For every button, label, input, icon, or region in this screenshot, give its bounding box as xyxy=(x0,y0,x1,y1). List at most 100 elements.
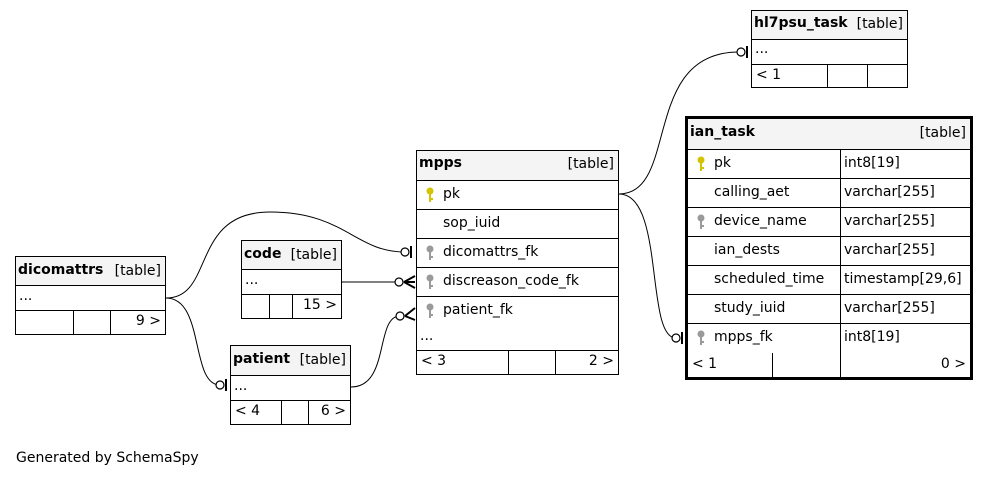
footer-cell xyxy=(772,353,840,378)
footer-children: 0 > xyxy=(940,356,966,372)
column-type: int8[19] xyxy=(844,155,900,171)
foreign-key-icon xyxy=(697,330,705,345)
footer-parents: < 4 xyxy=(235,403,261,419)
column-row-device-name[interactable]: device_name varchar[255] xyxy=(688,208,970,237)
ellipsis-text: ... xyxy=(420,328,434,344)
link-mpps-ian-task xyxy=(618,193,677,339)
foreign-key-icon xyxy=(426,245,434,260)
link-patient-mpps xyxy=(350,315,401,388)
footer-children: 15 > xyxy=(303,297,337,313)
column-type: varchar[255] xyxy=(844,300,935,316)
table-footer-row: 15 > xyxy=(242,295,341,318)
table-tag: [table] xyxy=(114,263,161,279)
column-name: scheduled_time xyxy=(714,271,825,287)
many-marker xyxy=(404,307,416,321)
column-type: int8[19] xyxy=(844,329,900,345)
table-footer-row: < 4 6 > xyxy=(231,401,350,424)
link-dicomattrs-patient xyxy=(165,297,221,386)
column-row-mpps-fk[interactable]: mpps_fk int8[19] xyxy=(688,324,970,353)
column-row-study-iuid[interactable]: study_iuid varchar[255] xyxy=(688,295,970,324)
link-dicomattrs-mpps xyxy=(165,211,406,299)
optional-marker xyxy=(215,380,225,390)
ellipsis-text: ... xyxy=(245,272,259,288)
column-name: discreason_code_fk xyxy=(443,273,579,289)
column-name: device_name xyxy=(714,213,807,229)
column-type-cell: timestamp[29,6] xyxy=(840,266,970,294)
column-type-cell: varchar[255] xyxy=(840,208,970,236)
footer-cell xyxy=(508,351,555,374)
column-row-pk[interactable]: pk xyxy=(417,181,618,210)
foreign-key-icon xyxy=(426,274,434,289)
table-name: dicomattrs xyxy=(18,262,104,278)
table-footer-row: 9 > xyxy=(16,311,165,334)
footer-children: 6 > xyxy=(320,403,346,419)
table-header: patient [table] xyxy=(231,346,350,376)
footer-cell: 0 > xyxy=(840,353,970,378)
table-body-row: ... xyxy=(752,40,907,65)
footer-cell: 6 > xyxy=(308,401,350,424)
table-tag: [table] xyxy=(856,16,903,32)
optional-marker xyxy=(736,47,746,57)
column-name: ian_dests xyxy=(714,242,780,258)
footer-children: 9 > xyxy=(135,313,161,329)
column-row-calling-aet[interactable]: calling_aet varchar[255] xyxy=(688,179,970,208)
column-name: sop_iuid xyxy=(443,215,501,231)
column-type: varchar[255] xyxy=(844,184,935,200)
column-name: patient_fk xyxy=(443,302,513,318)
column-type: varchar[255] xyxy=(844,213,935,229)
column-name: pk xyxy=(443,186,460,202)
table-body-row: ... xyxy=(16,286,165,311)
optional-marker xyxy=(395,311,405,321)
table-body-row: ... xyxy=(417,326,618,351)
table-header: mpps [table] xyxy=(417,151,618,181)
column-name: mpps_fk xyxy=(714,329,773,345)
column-name: calling_aet xyxy=(714,184,790,200)
column-type-cell: varchar[255] xyxy=(840,295,970,323)
column-row-patient-fk[interactable]: patient_fk xyxy=(417,297,618,326)
footer-cell: 2 > xyxy=(555,351,618,374)
column-row-discreason-code-fk[interactable]: discreason_code_fk xyxy=(417,268,618,297)
column-type-cell: int8[19] xyxy=(840,324,970,353)
table-body-row: ... xyxy=(231,376,350,401)
many-marker xyxy=(403,275,416,289)
link-mpps-hl7psu-task xyxy=(618,51,742,195)
table-name: hl7psu_task xyxy=(754,15,848,31)
footer-parents: < 1 xyxy=(692,356,718,372)
table-header: ian_task [table] xyxy=(688,119,970,150)
table-tag: [table] xyxy=(919,125,966,141)
footer-cell xyxy=(867,65,907,87)
footer-cell xyxy=(269,295,292,318)
table-tag: [table] xyxy=(567,156,614,172)
table-header: dicomattrs [table] xyxy=(16,257,165,286)
footer-parents: < 3 xyxy=(421,353,447,369)
optional-marker xyxy=(394,277,404,287)
table-name: code xyxy=(244,246,282,262)
table-patient[interactable]: patient [table] ... < 4 6 > xyxy=(230,345,351,425)
table-footer-row: < 1 xyxy=(752,65,907,87)
table-hl7psu-task[interactable]: hl7psu_task [table] ... < 1 xyxy=(751,10,908,88)
column-row-sop-iuid[interactable]: sop_iuid xyxy=(417,210,618,239)
table-tag: [table] xyxy=(299,352,346,368)
optional-marker xyxy=(671,333,681,343)
table-dicomattrs[interactable]: dicomattrs [table] ... 9 > xyxy=(15,256,166,335)
footer-cell: 15 > xyxy=(292,295,341,318)
table-code[interactable]: code [table] ... 15 > xyxy=(241,240,342,319)
footer-cell xyxy=(827,65,867,87)
footer-cell: 9 > xyxy=(110,311,165,334)
column-name: study_iuid xyxy=(714,300,786,316)
column-name: dicomattrs_fk xyxy=(443,244,539,260)
table-header: code [table] xyxy=(242,241,341,270)
column-row-scheduled-time[interactable]: scheduled_time timestamp[29,6] xyxy=(688,266,970,295)
column-row-dicomattrs-fk[interactable]: dicomattrs_fk xyxy=(417,239,618,268)
footer-parents: < 1 xyxy=(756,67,782,83)
optional-marker xyxy=(400,247,410,257)
ellipsis-text: ... xyxy=(755,41,769,57)
table-footer-row: < 3 2 > xyxy=(417,351,618,374)
table-body-row: ... xyxy=(242,270,341,295)
foreign-key-icon xyxy=(697,214,705,229)
